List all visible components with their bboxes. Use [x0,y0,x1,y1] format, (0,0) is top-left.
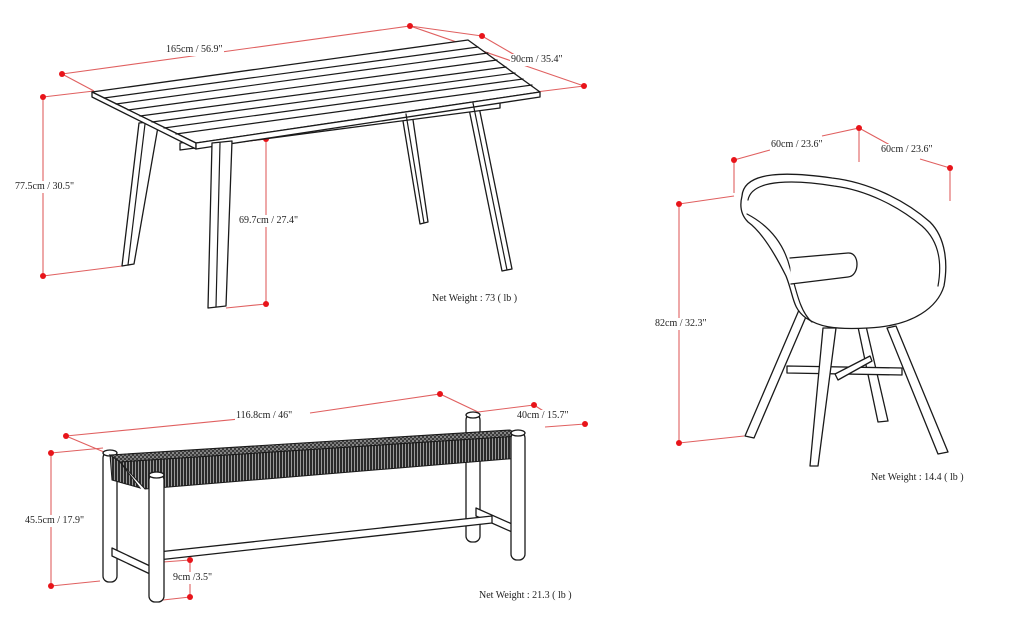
bench-net-weight: Net Weight : 21.3 ( lb ) [479,590,572,601]
table-clearance-label: 69.7cm / 27.4" [238,215,300,227]
table-height-label: 77.5cm / 30.5" [14,181,76,193]
bench-stretcher-height-label: 9cm /3.5" [172,572,214,584]
bench-length-label: 116.8cm / 46" [235,410,294,422]
table-net-weight: Net Weight : 73 ( lb ) [432,293,518,304]
chair-depth-label: 60cm / 23.6" [880,144,934,156]
bench-height-label: 45.5cm / 17.9" [24,515,86,527]
table-depth-label: 90cm / 35.4" [510,54,564,66]
bench-depth-label: 40cm / 15.7" [516,410,570,422]
table-slats [103,46,533,135]
chair-height-label: 82cm / 32.3" [654,318,708,330]
chair-width-label: 60cm / 23.6" [770,139,824,151]
chair-net-weight: Net Weight : 14.4 ( lb ) [871,472,964,483]
table-length-label: 165cm / 56.9" [165,44,224,56]
